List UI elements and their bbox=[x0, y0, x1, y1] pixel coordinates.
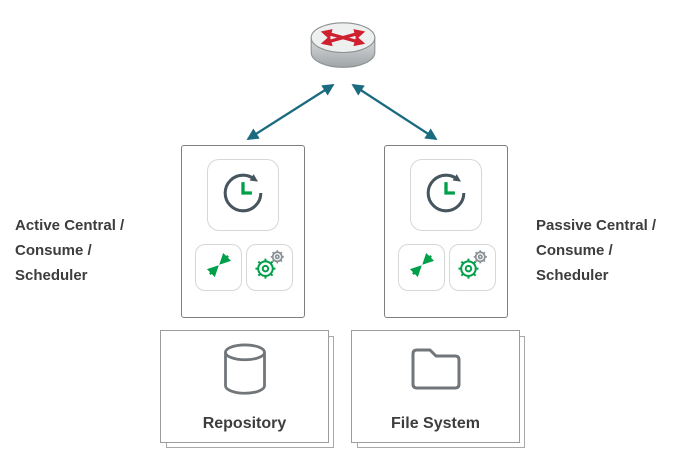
compress-arrows-icon bbox=[402, 245, 442, 290]
connector-router-to-active bbox=[246, 84, 335, 140]
gears-icon bbox=[453, 245, 493, 290]
store-repository: Repository bbox=[160, 330, 334, 448]
label-passive-central: Passive Central / Consume / Scheduler bbox=[536, 217, 657, 284]
gears-icon bbox=[250, 245, 290, 290]
connector-router-to-passive bbox=[351, 84, 438, 140]
consume-tile bbox=[398, 244, 445, 291]
scheduler-tile bbox=[410, 159, 482, 231]
consume-tile bbox=[195, 244, 242, 291]
store-filesystem: File System bbox=[351, 330, 525, 448]
engine-tile bbox=[246, 244, 293, 291]
database-icon bbox=[219, 342, 271, 403]
node-active-central bbox=[181, 145, 305, 318]
folder-icon bbox=[408, 342, 464, 397]
circular-arrow-scheduler-icon bbox=[215, 165, 271, 226]
scheduler-tile bbox=[207, 159, 279, 231]
label-active-central: Active Central / Consume / Scheduler bbox=[15, 217, 125, 284]
node-passive-central bbox=[384, 145, 508, 318]
store-label-filesystem: File System bbox=[391, 415, 480, 432]
store-label-repository: Repository bbox=[202, 415, 287, 432]
circular-arrow-scheduler-icon bbox=[418, 165, 474, 226]
router-icon bbox=[308, 10, 378, 78]
engine-tile bbox=[449, 244, 496, 291]
compress-arrows-icon bbox=[199, 245, 239, 290]
